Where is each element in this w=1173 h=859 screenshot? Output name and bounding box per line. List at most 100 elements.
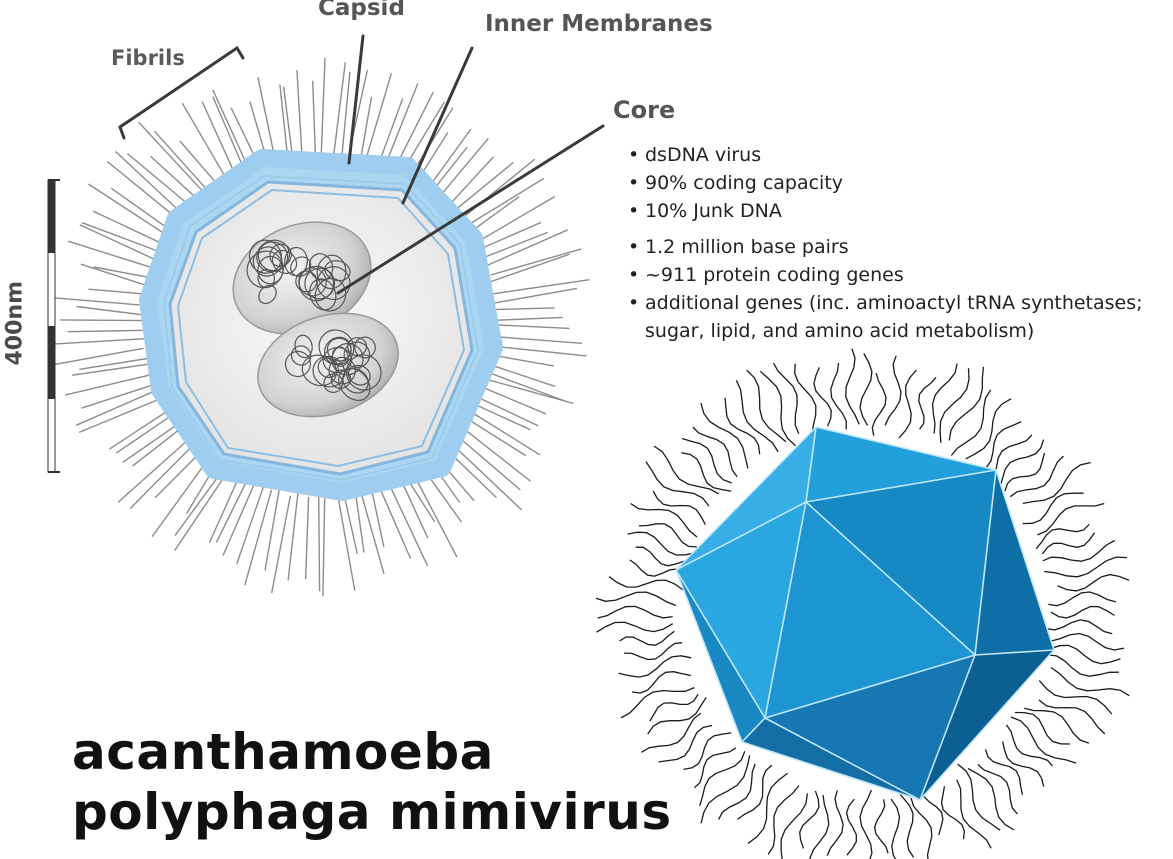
fibril [1035, 523, 1090, 550]
fibril [151, 456, 211, 538]
fibril [799, 790, 820, 849]
fibril [53, 347, 144, 366]
ico-face [806, 427, 996, 502]
fibril [81, 383, 157, 409]
fact-item: 90% coding capacity [628, 169, 1173, 197]
fibril [1004, 452, 1046, 492]
fibrils-label: Fibrils [111, 46, 185, 70]
dna-coils [246, 239, 351, 312]
icosahedron-capsid-icon [595, 348, 1130, 859]
fibril [984, 749, 1024, 795]
fibril [115, 416, 170, 454]
fibril [1057, 573, 1130, 592]
fibril [360, 96, 373, 158]
fibril [271, 495, 292, 594]
fibril [492, 354, 554, 367]
dna-loop [324, 336, 352, 365]
fibril [212, 89, 250, 169]
fibril [492, 335, 583, 344]
fibril [264, 486, 281, 571]
fibril [957, 763, 1001, 831]
dna-loop [258, 284, 277, 305]
fibril [236, 482, 266, 565]
fibril [977, 763, 1018, 815]
dna-loop [290, 345, 312, 366]
fibril [80, 263, 148, 287]
fibril [649, 693, 699, 722]
fibril [658, 724, 713, 763]
fibril [181, 102, 229, 183]
fibril [75, 389, 157, 426]
dna-loop [257, 255, 284, 285]
fibril [490, 316, 563, 322]
fibril [488, 371, 567, 403]
fibril [1050, 632, 1125, 651]
fibril [859, 789, 873, 859]
ico-face [806, 470, 996, 655]
ico-edges [675, 426, 1055, 801]
fibril [977, 421, 1022, 473]
fibril [845, 798, 857, 856]
fibril [483, 377, 574, 404]
fibril [109, 406, 174, 450]
fibril [359, 489, 385, 575]
fibril [630, 503, 698, 538]
fibril [940, 786, 966, 840]
fibril [304, 496, 310, 580]
fibril [81, 222, 161, 253]
fibril [1044, 556, 1128, 578]
core-pointer [336, 124, 605, 295]
fibril [154, 450, 203, 499]
fibril [174, 468, 225, 537]
fibril [631, 671, 692, 694]
fibril [468, 409, 541, 456]
fibril [483, 231, 548, 259]
dna-loop [338, 367, 371, 401]
fibril [464, 416, 527, 457]
fibril [620, 686, 695, 719]
fibril [337, 494, 356, 591]
fibril [67, 329, 146, 333]
fibril [312, 80, 316, 154]
fibril [809, 794, 830, 859]
fibril [826, 790, 844, 856]
fibril [724, 397, 761, 455]
fibril [1050, 605, 1115, 619]
dna-coils [284, 329, 382, 401]
fibril [950, 389, 992, 456]
fibril [871, 372, 887, 436]
fibril [683, 732, 732, 771]
fibril [700, 402, 749, 469]
dna-loop [316, 254, 347, 290]
ico-face [975, 470, 1054, 655]
fibril [780, 793, 809, 859]
fibril [333, 62, 346, 154]
fibril [296, 70, 303, 160]
fact-item: additional genes (inc. aminoactyl tRNA s… [628, 289, 1173, 345]
fibril [76, 305, 146, 316]
fibril [693, 747, 737, 789]
fibril [78, 397, 161, 434]
fibril [965, 398, 1012, 460]
fibril [64, 373, 153, 396]
fibril [635, 546, 692, 567]
fibril [67, 240, 156, 270]
dna-loop [257, 268, 276, 289]
fibril [1022, 461, 1091, 505]
fibril [79, 224, 156, 261]
fibril [873, 799, 889, 854]
fibril [115, 150, 185, 216]
fibril [88, 183, 171, 238]
fact-item: 1.2 million base pairs [628, 233, 1173, 261]
fibril [956, 779, 992, 849]
fact-item: 10% Junk DNA [628, 197, 1173, 225]
title-line-1: acanthamoeba [72, 723, 494, 781]
fibril [1009, 455, 1064, 498]
fibril [60, 319, 148, 322]
fibril [342, 492, 358, 555]
dna-loop [312, 355, 346, 388]
fibril [1038, 699, 1106, 735]
fibril [618, 655, 692, 678]
facts-list: dsDNA virus 90% coding capacity 10% Junk… [628, 141, 1173, 345]
title-line-2: polyphaga mimivirus [72, 783, 672, 841]
